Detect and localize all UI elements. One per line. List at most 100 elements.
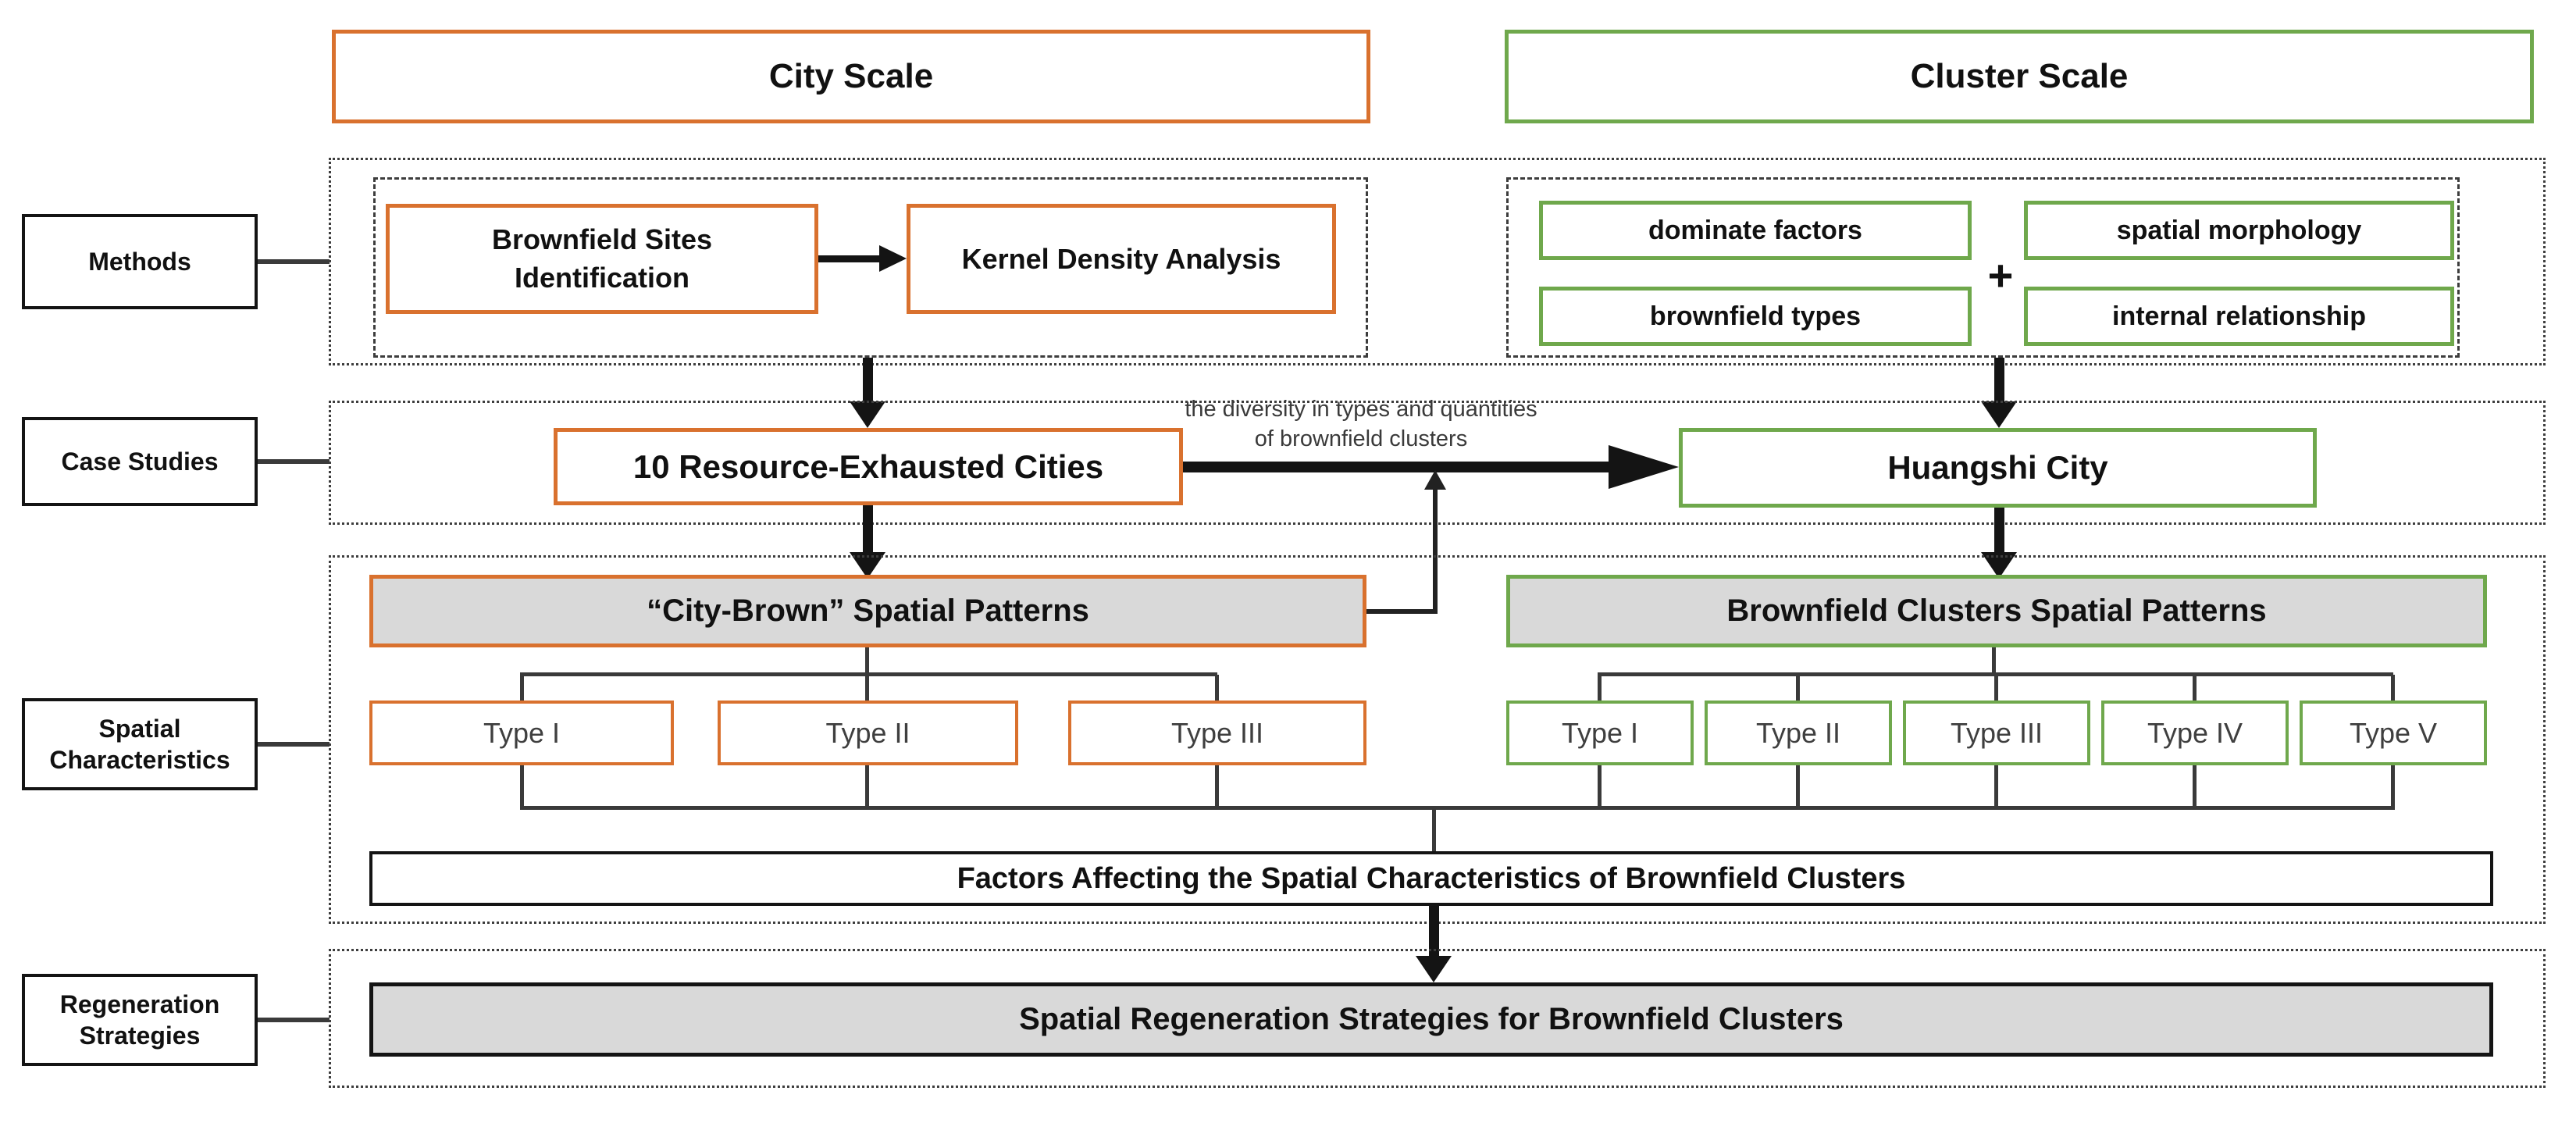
factors-box: Factors Affecting the Spatial Characteri… [369, 851, 2493, 906]
dominate-factors-box: dominate factors [1539, 201, 1972, 260]
regeneration-row-container [329, 949, 2546, 1088]
right-arrow-shaft [818, 255, 884, 262]
spatial-morphology-text: spatial morphology [2116, 215, 2362, 245]
brownfield-sites-identification-text: Brownfield Sites Identification [491, 223, 713, 294]
resource-exhausted-cities-text: 10 Resource-Exhausted Cities [632, 447, 1104, 485]
right-tree-drop [1598, 675, 1602, 701]
down-arrow-icon [1416, 956, 1452, 982]
type-riser [1598, 765, 1602, 808]
type-riser [1215, 765, 1219, 808]
right-tree-drop [2193, 675, 2197, 701]
types-lower-bus [520, 806, 2395, 810]
thick-right-arrow-shaft [1183, 462, 1609, 472]
left-tree-drop [520, 675, 524, 701]
cluster-type-4-text: Type IV [2147, 716, 2243, 749]
down-arrow-shaft [1994, 508, 2004, 552]
city-brown-patterns-text: “City-Brown” Spatial Patterns [647, 594, 1089, 628]
city-type-2-text: Type II [825, 716, 910, 749]
spatial-label-text: Spatial Characteristics [49, 715, 230, 774]
row-label-regeneration-strategies: Regeneration Strategies [22, 974, 258, 1066]
right-arrow-icon [879, 245, 907, 272]
diversity-annotation-line1: the diversity in types and quantities [1185, 397, 1537, 422]
regeneration-strategy-text: Spatial Regeneration Strategies for Brow… [1019, 1002, 1844, 1036]
case-studies-label-connector [258, 459, 330, 464]
type-riser [865, 765, 869, 808]
feedback-vertical-segment [1433, 488, 1438, 614]
cluster-type-3-text: Type III [1950, 716, 2043, 749]
left-tree-bus [520, 672, 1217, 676]
cluster-scale-title: Cluster Scale [1910, 57, 2129, 95]
row-label-methods: Methods [22, 214, 258, 309]
right-tree-bus [1598, 672, 2393, 676]
brownfield-types-text: brownfield types [1649, 301, 1862, 331]
right-tree-drop [1994, 675, 1998, 701]
cluster-type-2-box: Type II [1705, 701, 1892, 765]
resource-exhausted-cities-box: 10 Resource-Exhausted Cities [554, 428, 1183, 505]
regeneration-label-text: Regeneration Strategies [59, 990, 220, 1050]
methods-city-group [373, 177, 1368, 358]
brownfield-sites-identification-box: Brownfield Sites Identification [386, 204, 818, 314]
cluster-type-1-text: Type I [1561, 716, 1639, 749]
type-riser [520, 765, 524, 808]
cluster-scale-header: Cluster Scale [1505, 30, 2534, 123]
right-tree-drop [2391, 675, 2395, 701]
case-studies-label-text: Case Studies [61, 447, 219, 476]
right-tree-stub [1992, 647, 1996, 674]
type-riser [1994, 765, 1998, 808]
methods-cluster-group [1506, 177, 2460, 358]
kernel-density-analysis-box: Kernel Density Analysis [907, 204, 1336, 314]
row-label-case-studies: Case Studies [22, 417, 258, 506]
brownfield-types-box: brownfield types [1539, 287, 1972, 346]
cluster-type-5-box: Type V [2300, 701, 2487, 765]
down-arrow-icon [850, 401, 885, 428]
city-type-3-text: Type III [1170, 716, 1264, 749]
thick-right-arrow-icon [1609, 445, 1679, 489]
spatial-label-connector [258, 742, 330, 747]
internal-relationship-box: internal relationship [2024, 287, 2454, 346]
plus-sign-text: + [1987, 250, 2014, 300]
city-scale-header: City Scale [332, 30, 1370, 123]
left-tree-drop [1215, 675, 1219, 701]
down-arrow-shaft [863, 505, 873, 552]
down-arrow-icon [1981, 401, 2017, 428]
type-riser [2193, 765, 2197, 808]
huangshi-city-text: Huangshi City [1887, 449, 2108, 486]
right-tree-drop [1796, 675, 1800, 701]
type-riser [2391, 765, 2395, 808]
left-tree-stub [865, 647, 869, 674]
cluster-type-1-box: Type I [1506, 701, 1694, 765]
city-scale-title: City Scale [768, 57, 934, 95]
kernel-density-analysis-text: Kernel Density Analysis [961, 242, 1281, 275]
row-label-spatial-characteristics: Spatial Characteristics [22, 698, 258, 790]
cluster-type-4-box: Type IV [2101, 701, 2289, 765]
regeneration-label-connector [258, 1018, 330, 1022]
diversity-annotation-line2: of brownfield clusters [1254, 426, 1468, 451]
regeneration-strategy-box: Spatial Regeneration Strategies for Brow… [369, 982, 2493, 1057]
spatial-morphology-box: spatial morphology [2024, 201, 2454, 260]
cluster-type-2-text: Type II [1755, 716, 1841, 749]
cluster-patterns-text: Brownfield Clusters Spatial Patterns [1726, 594, 2267, 628]
down-arrow-shaft [1994, 358, 2004, 401]
feedback-horizontal-segment [1366, 609, 1435, 614]
methods-label-text: Methods [88, 247, 191, 276]
down-arrow-shaft [1429, 906, 1439, 956]
methods-label-connector [258, 259, 330, 264]
internal-relationship-text: internal relationship [2112, 301, 2366, 331]
factors-text: Factors Affecting the Spatial Characteri… [957, 861, 1906, 895]
plus-sign: + [1969, 244, 2032, 306]
city-type-1-text: Type I [483, 716, 561, 749]
cluster-type-5-text: Type V [2349, 716, 2438, 749]
huangshi-city-box: Huangshi City [1679, 428, 2317, 508]
city-brown-patterns-box: “City-Brown” Spatial Patterns [369, 575, 1366, 647]
city-type-2-box: Type II [718, 701, 1018, 765]
cluster-type-3-box: Type III [1903, 701, 2090, 765]
cluster-patterns-box: Brownfield Clusters Spatial Patterns [1506, 575, 2487, 647]
bus-to-factors-drop [1432, 808, 1436, 851]
methods-row-container [329, 158, 2546, 365]
city-type-1-box: Type I [369, 701, 674, 765]
left-tree-drop [865, 675, 869, 701]
down-arrow-shaft [863, 358, 873, 401]
up-arrow-icon [1424, 470, 1446, 490]
dominate-factors-text: dominate factors [1648, 215, 1862, 245]
